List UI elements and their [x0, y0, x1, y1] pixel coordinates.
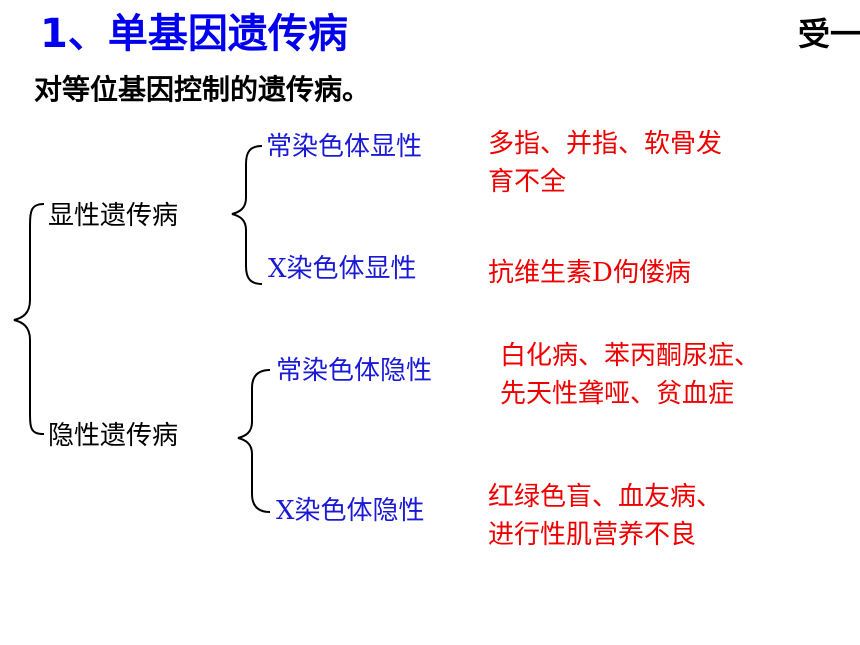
autosomal-recessive-examples-2: 先天性聋哑、贫血症 [500, 379, 735, 409]
x-linked-recessive-label: X染色体隐性 [276, 496, 425, 526]
recessive-brace [237, 369, 271, 513]
x-linked-recessive-examples-2: 进行性肌营养不良 [488, 520, 697, 550]
autosomal-dominant-label: 常染色体显性 [266, 132, 423, 162]
title-continuation: 受一 [798, 15, 860, 53]
autosomal-recessive-examples-1: 白化病、苯丙酮尿症、 [500, 341, 761, 371]
main-brace [13, 203, 45, 435]
recessive-disease-label: 隐性遗传病 [48, 421, 179, 451]
x-linked-dominant-examples: 抗维生素D佝偻病 [488, 258, 691, 288]
autosomal-dominant-examples-2: 育不全 [488, 167, 567, 197]
autosomal-recessive-label: 常染色体隐性 [276, 356, 433, 386]
dominant-brace [231, 145, 263, 285]
x-linked-dominant-label: X染色体显性 [268, 254, 417, 284]
x-linked-recessive-examples-1: 红绿色盲、血友病、 [488, 482, 723, 512]
dominant-disease-label: 显性遗传病 [48, 201, 179, 231]
definition-text: 对等位基因控制的遗传病。 [34, 73, 371, 106]
slide-title: 1、单基因遗传病 [40, 11, 348, 57]
autosomal-dominant-examples-1: 多指、并指、软骨发 [488, 129, 723, 159]
